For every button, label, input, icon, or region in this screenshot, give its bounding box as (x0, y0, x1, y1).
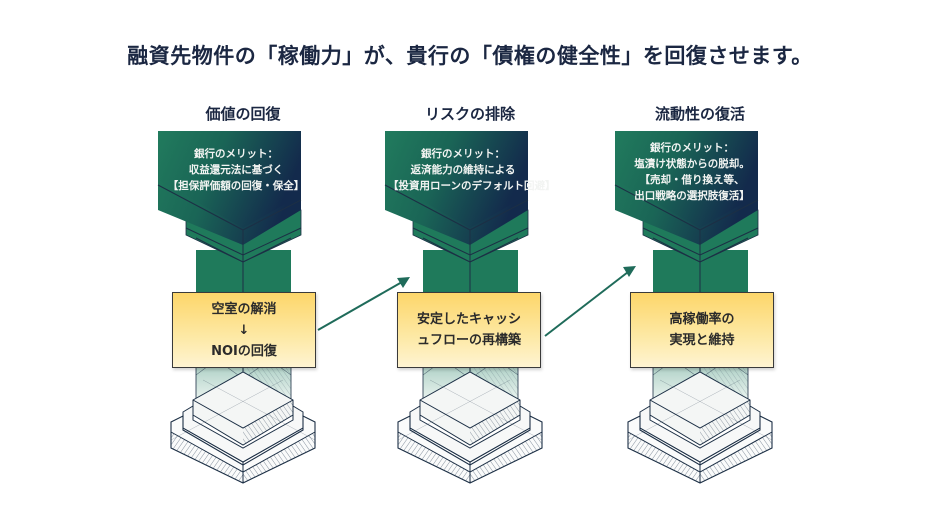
merit-line: 【売却・借り換え等、 (639, 174, 745, 186)
box-line: NOIの回復 (211, 343, 277, 359)
pillar-title: 価値の回復 (205, 105, 281, 123)
merit-line: 【投資用ローンのデフォルト回避】 (388, 180, 556, 192)
merit-line: 返済能力の維持による (410, 164, 516, 176)
merit-line: 銀行のメリット： (650, 142, 734, 154)
down-arrow-icon: ↓ (238, 322, 250, 338)
box-line: ュフローの再構築 (416, 333, 521, 348)
box-line: 安定したキャッシ (416, 312, 521, 327)
merit-line: 塩漬け状態からの脱却。 (634, 158, 750, 170)
page-title: 融資先物件の「稼働力」が、貴行の「債権の健全性」を回復させます。 (127, 44, 813, 68)
bank-merit-text: 銀行のメリット： 収益還元法に基づく 【担保評価額の回復・保全】 (161, 146, 311, 194)
outcome-box: 空室の解消 ↓ NOIの回復 (172, 292, 316, 368)
merit-line: 銀行のメリット： (194, 148, 278, 160)
pillar-title: 流動性の復活 (654, 105, 745, 123)
merit-line: 出口戦略の選択肢復活】 (634, 190, 750, 202)
outcome-box: 高稼働率の 実現と維持 (630, 292, 774, 368)
box-line: 実現と維持 (669, 333, 735, 348)
box-line: 空室の解消 (211, 301, 277, 317)
bank-merit-text: 銀行のメリット： 塩漬け状態からの脱却。 【売却・借り換え等、 出口戦略の選択肢… (617, 140, 767, 204)
bank-merit-text: 銀行のメリット： 返済能力の維持による 【投資用ローンのデフォルト回避】 (388, 146, 556, 194)
merit-line: 収益還元法に基づく (188, 164, 284, 176)
outcome-box: 安定したキャッシ ュフローの再構築 (397, 292, 541, 368)
box-line: 高稼働率の (669, 312, 735, 327)
merit-line: 銀行のメリット： (421, 148, 505, 160)
pillar-title: リスクの排除 (424, 105, 515, 123)
merit-line: 【担保評価額の回復・保全】 (167, 180, 305, 192)
arrow-up-right-icon (544, 266, 636, 337)
arrow-up-right-icon (317, 277, 410, 331)
